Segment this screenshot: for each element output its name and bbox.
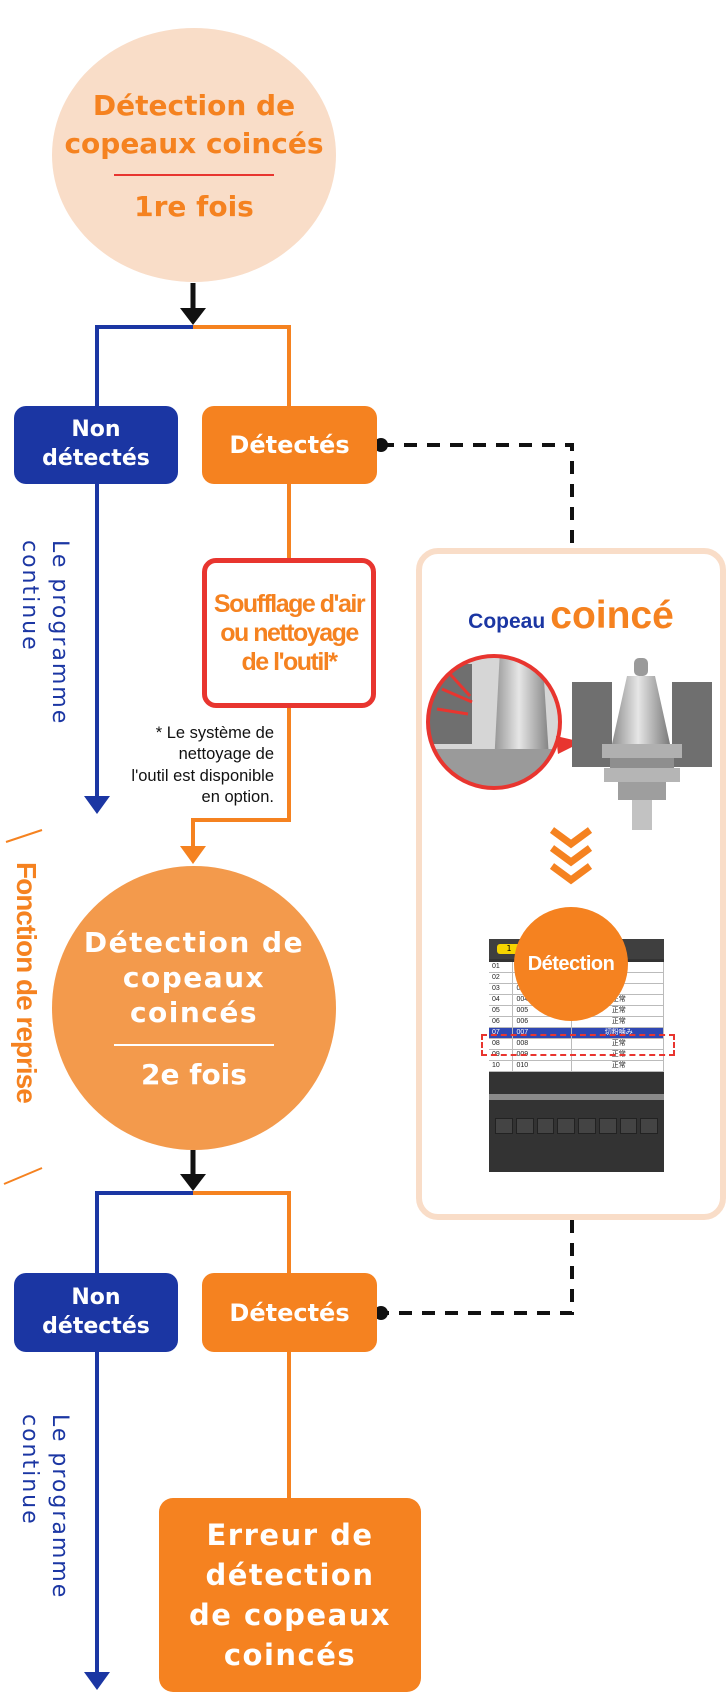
screen-table-cell: 06 xyxy=(489,1017,514,1027)
arrow-down-icon xyxy=(84,796,110,814)
screen-table-cell: 10 xyxy=(489,1061,514,1071)
circle-subtitle: 1re fois xyxy=(134,190,254,224)
arrow-down-icon xyxy=(180,846,206,864)
circle-title-line1: Détection de xyxy=(92,88,296,122)
program-continues-text: Le programme continue xyxy=(17,540,72,726)
stuck-chip-panel: Copeau coincé xyxy=(416,548,726,1220)
screen-table-cell xyxy=(572,962,664,972)
screen-table-cell: 010 xyxy=(513,1061,572,1071)
arrow-down-icon xyxy=(180,1174,206,1191)
screen-table-cell: 正常 xyxy=(572,995,664,1005)
screen-table-cell: 05 xyxy=(489,1006,514,1016)
screen-table-cell: 007 xyxy=(513,1028,572,1038)
arrow-down-icon xyxy=(84,1672,110,1690)
tool-holder-illustration xyxy=(426,654,712,830)
detected-box: Détectés xyxy=(202,1273,377,1352)
screen-table-cell: 02 xyxy=(489,973,514,983)
circle-title-line2: copeaux coincés xyxy=(64,126,324,160)
circle-subtitle: 2e fois xyxy=(141,1058,247,1091)
program-continues-text: Le programme continue xyxy=(17,1414,72,1600)
option-footnote: * Le système de nettoyage de l'outil est… xyxy=(131,724,274,807)
screen-table-cell xyxy=(572,973,664,983)
not-detected-box: Non détectés xyxy=(14,406,178,484)
detected-box: Détectés xyxy=(202,406,377,484)
not-detected-box: Non détectés xyxy=(14,1273,178,1352)
detection-circle-first: Détection de copeaux coincés 1re fois xyxy=(52,28,336,282)
screen-table-cell: 正常 xyxy=(572,1017,664,1027)
detection-badge: Détection xyxy=(514,907,628,1021)
screen-table-cell: 04 xyxy=(489,995,514,1005)
screen-table-cell: 03 xyxy=(489,984,514,994)
screen-keys xyxy=(489,1100,664,1134)
detection-circle-second: Détection de copeaux coincés 2e fois xyxy=(52,866,336,1150)
circle-divider xyxy=(114,1044,274,1046)
detection-error-box: Erreur de détection de copeaux coincés xyxy=(159,1498,421,1692)
screen-tab: 1 xyxy=(497,944,521,954)
screen-table-cell: 008 xyxy=(513,1039,572,1049)
recovery-function-label: Fonction de reprise xyxy=(11,862,42,1103)
screen-table-cell: 006 xyxy=(513,1017,572,1027)
screen-table-cell: 切粉噛み xyxy=(572,1028,664,1038)
screen-table-cell: 正常 xyxy=(572,1039,664,1049)
screen-table-cell: 01 xyxy=(489,962,514,972)
screen-table-cell: 08 xyxy=(489,1039,514,1049)
screen-table-cell: 正常 xyxy=(572,1061,664,1071)
screen-highlight-frame xyxy=(481,1034,675,1056)
chevrons-down-icon xyxy=(549,827,593,885)
arrow-down-icon xyxy=(180,308,206,325)
screen-table-cell: 07 xyxy=(489,1028,514,1038)
panel-title: Copeau coincé xyxy=(468,594,674,637)
circle-divider xyxy=(114,174,274,177)
air-blow-action-box: Soufflage d'air ou nettoyage de l'outil* xyxy=(202,558,376,708)
screen-table-cell: 正常 xyxy=(572,1006,664,1016)
screen-table-cell xyxy=(572,984,664,994)
